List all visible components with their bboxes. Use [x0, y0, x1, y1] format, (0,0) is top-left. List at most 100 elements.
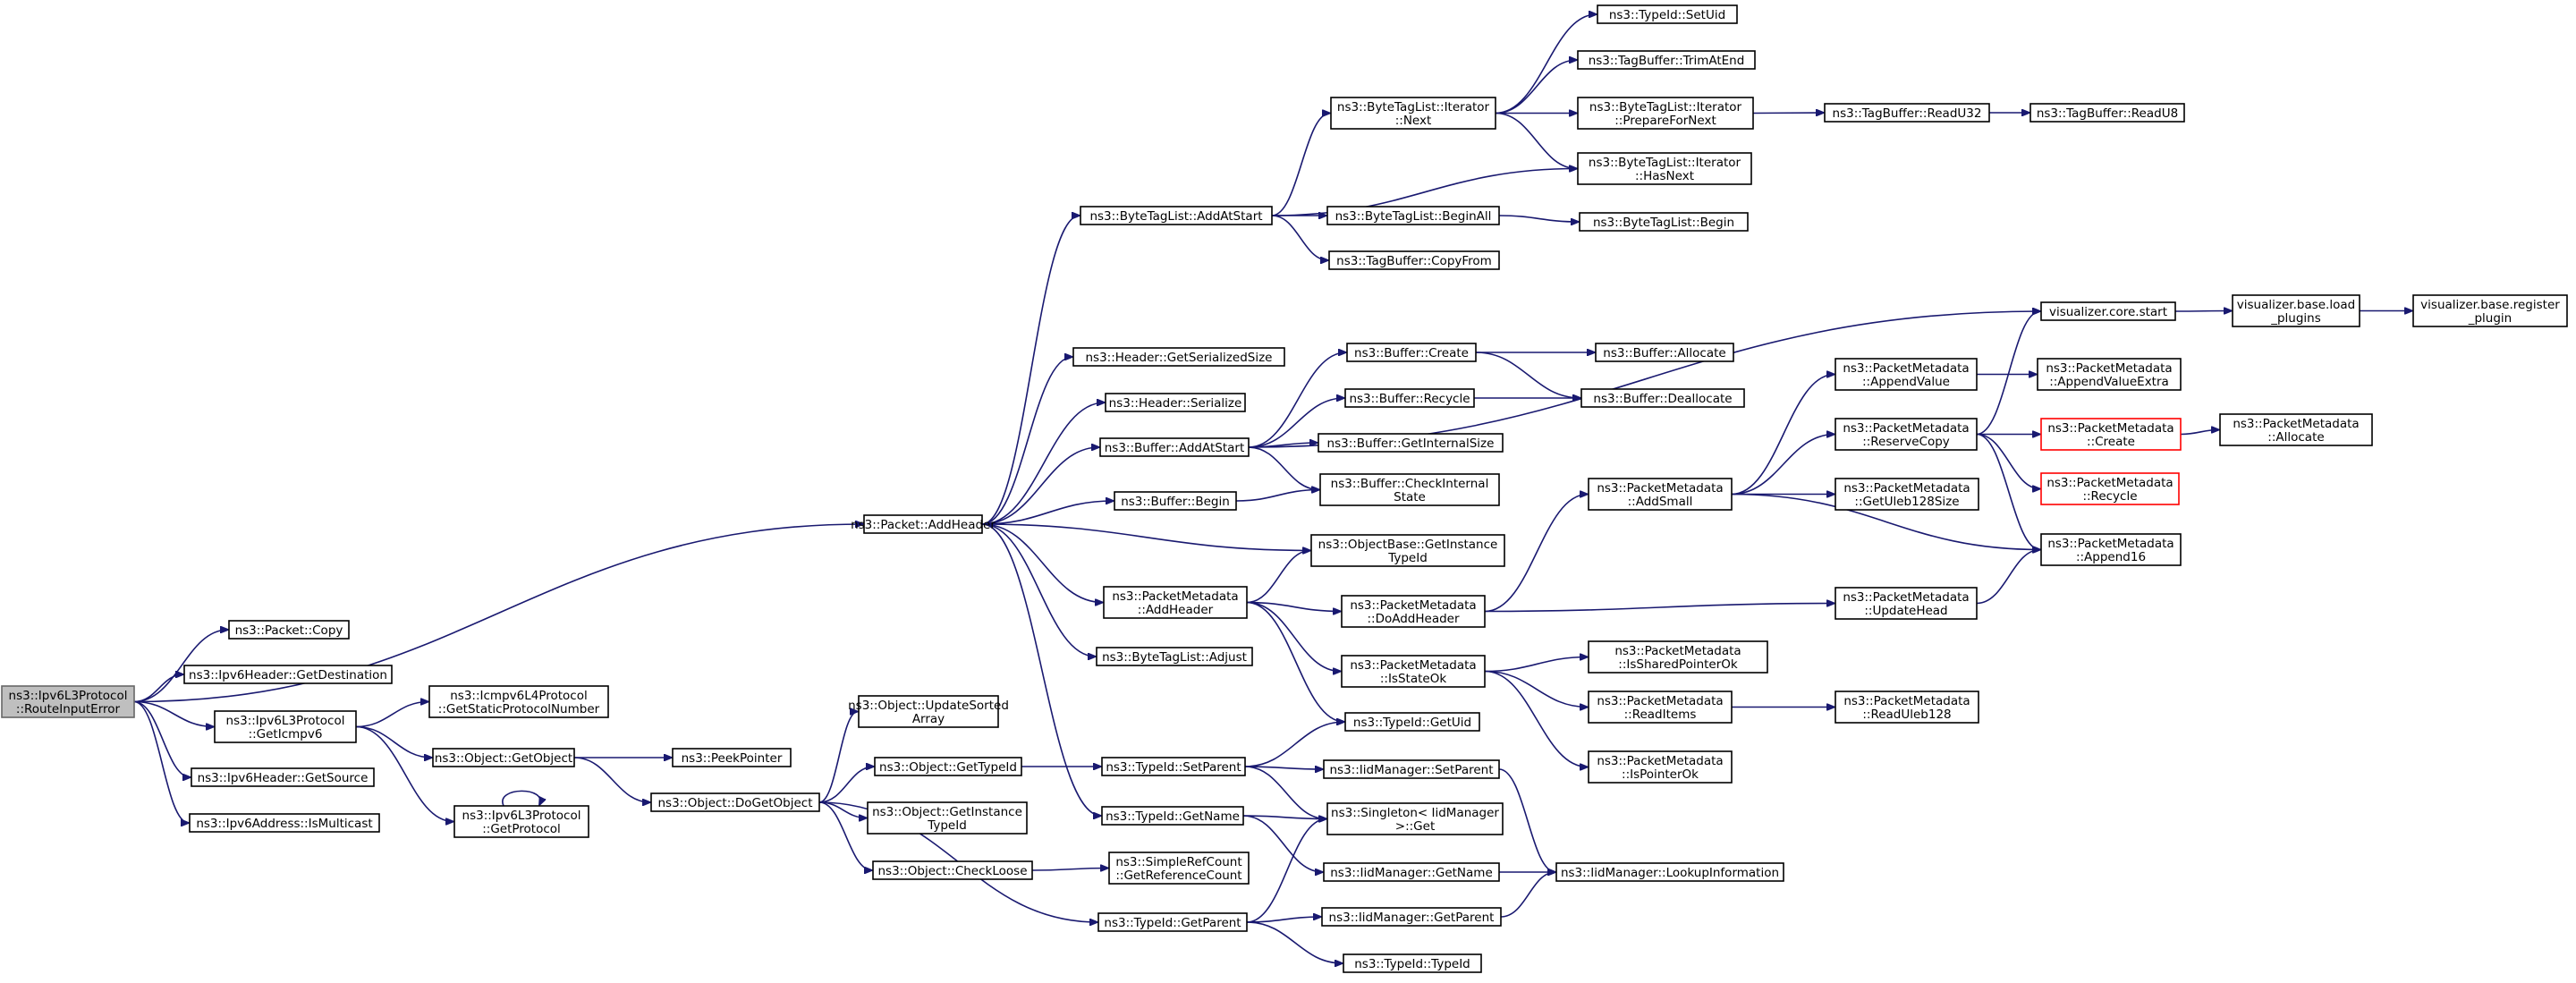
node-ns3-typeid-setparent[interactable]: ns3::TypeId::SetParent [1101, 757, 1246, 776]
node-label: ns3::ObjectBase::GetInstance [1318, 538, 1498, 552]
node-box [1310, 534, 1505, 567]
node-ns3-packetmetadata-create[interactable]: ns3::PacketMetadata::Create [2040, 418, 2182, 451]
node-box [1097, 912, 1248, 932]
call-edge [981, 523, 1103, 603]
node-ns3-tagbuffer-readu8[interactable]: ns3::TagBuffer::ReadU8 [2029, 103, 2185, 123]
node-ns3-ipv6address-ismulticast[interactable]: ns3::Ipv6Address::IsMulticast [189, 813, 380, 833]
node-ns3-header-getserializedsize[interactable]: ns3::Header::GetSerializedSize [1072, 347, 1285, 367]
node-ns3-iidmanager-setparent[interactable]: ns3::IidManager::SetParent [1323, 759, 1500, 779]
node-label: ns3::Buffer::Deallocate [1593, 392, 1732, 406]
node-ns3-typeid-setuid[interactable]: ns3::TypeId::SetUid [1597, 4, 1738, 24]
node-ns3-packetmetadata-recycle[interactable]: ns3::PacketMetadata::Recycle [2040, 472, 2180, 505]
node-ns3-peekpointer[interactable]: ns3::PeekPointer [672, 748, 792, 767]
node-ns3-packetmetadata-addheader[interactable]: ns3::PacketMetadata::AddHeader [1103, 586, 1248, 619]
node-visualizer-core-start[interactable]: visualizer.core.start [2040, 301, 2176, 321]
node-ns3-packetmetadata-appendvalueextra[interactable]: ns3::PacketMetadata::AppendValueExtra [2037, 358, 2182, 391]
node-ns3-ipv6l3protocol-geticmpv6[interactable]: ns3::Ipv6L3Protocol::GetIcmpv6 [214, 710, 357, 743]
node-ns3-iidmanager-lookupinformation[interactable]: ns3::IidManager::LookupInformation [1555, 862, 1784, 882]
call-edge [133, 674, 183, 703]
node-ns3-simplerefcount-getreferencecount[interactable]: ns3::SimpleRefCount::GetReferenceCount [1108, 852, 1250, 885]
node-box [432, 748, 575, 767]
node-label: ns3::PacketMetadata [1843, 694, 1970, 708]
node-ns3-packetmetadata-readitems[interactable]: ns3::PacketMetadata::ReadItems [1588, 691, 1733, 724]
node-ns3-object-dogetobject[interactable]: ns3::Object::DoGetObject [650, 792, 820, 812]
node-ns3-object-gettypeid[interactable]: ns3::Object::GetTypeId [874, 757, 1022, 776]
node-ns3-packetmetadata-doaddheader[interactable]: ns3::PacketMetadata::DoAddHeader [1341, 595, 1486, 628]
node-ns3-packetmetadata-ispointerok[interactable]: ns3::PacketMetadata::IsPointerOk [1588, 750, 1733, 784]
node-box [214, 710, 357, 743]
node-ns3-packetmetadata-isstateok[interactable]: ns3::PacketMetadata::IsStateOk [1341, 655, 1486, 688]
call-edge [1242, 815, 1323, 872]
node-ns3-bytetaglist-addatstart[interactable]: ns3::ByteTagList::AddAtStart [1080, 206, 1273, 225]
call-edge [1246, 601, 1344, 723]
node-label: ns3::ByteTagList::Adjust [1102, 650, 1247, 665]
node-ns3-tagbuffer-copyfrom[interactable]: ns3::TagBuffer::CopyFrom [1328, 250, 1500, 270]
node-ns3-singleton-iidmanager-get[interactable]: ns3::Singleton< IidManager>::Get [1326, 802, 1504, 835]
node-ns3-packet-addheader[interactable]: ns3::Packet::AddHeader [851, 514, 996, 534]
node-ns3-typeid-getuid[interactable]: ns3::TypeId::GetUid [1344, 712, 1480, 732]
node-ns3-buffer-allocate[interactable]: ns3::Buffer::Allocate [1595, 343, 1734, 362]
node-ns3-object-checkloose[interactable]: ns3::Object::CheckLoose [872, 860, 1033, 880]
call-edge [133, 524, 863, 703]
node-ns3-typeid-getparent[interactable]: ns3::TypeId::GetParent [1097, 912, 1248, 932]
node-visualizer-base-register-plugin[interactable]: visualizer.base.register_plugin [2412, 294, 2568, 327]
node-label: ns3::TagBuffer::TrimAtEnd [1589, 54, 1745, 68]
node-ns3-packetmetadata-appendvalue[interactable]: ns3::PacketMetadata::AppendValue [1835, 358, 1978, 391]
node-box [1108, 852, 1250, 885]
node-ns3-bytetaglist-begin[interactable]: ns3::ByteTagList::Begin [1579, 212, 1749, 232]
node-ns3-buffer-create[interactable]: ns3::Buffer::Create [1346, 343, 1477, 362]
call-edge [1731, 493, 2040, 550]
node-ns3-iidmanager-getparent[interactable]: ns3::IidManager::GetParent [1321, 907, 1502, 927]
node-ns3-packetmetadata-updatehead[interactable]: ns3::PacketMetadata::UpdateHead [1835, 587, 1978, 620]
node-box [1343, 953, 1482, 973]
node-ns3-bytetaglist-beginall[interactable]: ns3::ByteTagList::BeginAll [1326, 206, 1500, 225]
node-ns3-ipv6header-getdestination[interactable]: ns3::Ipv6Header::GetDestination [183, 665, 393, 684]
node-ns3-tagbuffer-trimatend[interactable]: ns3::TagBuffer::TrimAtEnd [1577, 50, 1756, 70]
node-ns3-tagbuffer-readu32[interactable]: ns3::TagBuffer::ReadU32 [1824, 103, 1990, 123]
node-ns3-object-getobject[interactable]: ns3::Object::GetObject [432, 748, 575, 767]
node-ns3-ipv6l3protocol-getprotocol[interactable]: ns3::Ipv6L3Protocol::GetProtocol [453, 805, 589, 838]
node-ns3-iidmanager-getname[interactable]: ns3::IidManager::GetName [1323, 862, 1500, 882]
node-box [1, 685, 135, 718]
node-ns3-packetmetadata-readuleb128[interactable]: ns3::PacketMetadata::ReadUleb128 [1835, 691, 1979, 724]
node-label: ns3::Object::GetInstance [872, 805, 1022, 819]
node-ns3-bytetaglist-iterator-hasnext[interactable]: ns3::ByteTagList::Iterator::HasNext [1577, 152, 1752, 185]
node-ns3-packet-copy[interactable]: ns3::Packet::Copy [228, 620, 350, 640]
node-label: ns3::Buffer::CheckInternal [1331, 477, 1489, 491]
node-box [453, 805, 589, 838]
node-ns3-packetmetadata-append16[interactable]: ns3::PacketMetadata::Append16 [2040, 533, 2182, 566]
node-ns3-buffer-deallocate[interactable]: ns3::Buffer::Deallocate [1580, 388, 1745, 408]
node-ns3-bytetaglist-adjust[interactable]: ns3::ByteTagList::Adjust [1096, 647, 1253, 666]
node-ns3-buffer-addatstart[interactable]: ns3::Buffer::AddAtStart [1099, 437, 1250, 457]
node-ns3-icmpv6l4protocol-getstaticprotocolnumber[interactable]: ns3::Icmpv6L4Protocol::GetStaticProtocol… [428, 685, 609, 718]
function-nodes: ns3::Ipv6L3Protocol::RouteInputErrorns3:… [1, 4, 2568, 973]
node-label: ns3::Ipv6L3Protocol [226, 714, 345, 728]
node-ns3-header-serialize[interactable]: ns3::Header::Serialize [1105, 393, 1246, 412]
node-ns3-ipv6header-getsource[interactable]: ns3::Ipv6Header::GetSource [191, 767, 375, 787]
node-ns3-ipv6l3protocol-routeinputerror[interactable]: ns3::Ipv6L3Protocol::RouteInputError [1, 685, 135, 718]
node-ns3-buffer-recycle[interactable]: ns3::Buffer::Recycle [1344, 388, 1475, 408]
node-box [1096, 647, 1253, 666]
node-ns3-packetmetadata-getuleb128size[interactable]: ns3::PacketMetadata::GetUleb128Size [1835, 478, 1979, 511]
node-box [2040, 533, 2182, 566]
node-ns3-typeid-getname[interactable]: ns3::TypeId::GetName [1101, 806, 1244, 826]
node-box [2232, 294, 2360, 327]
node-ns3-buffer-begin[interactable]: ns3::Buffer::Begin [1114, 491, 1237, 511]
node-ns3-bytetaglist-iterator-next[interactable]: ns3::ByteTagList::Iterator::Next [1330, 97, 1496, 130]
node-ns3-packetmetadata-allocate[interactable]: ns3::PacketMetadata::Allocate [2219, 413, 2373, 446]
call-edge [981, 523, 1310, 551]
node-ns3-buffer-getinternalsize[interactable]: ns3::Buffer::GetInternalSize [1318, 433, 1504, 453]
node-ns3-typeid-typeid[interactable]: ns3::TypeId::TypeId [1343, 953, 1482, 973]
call-edge [1484, 657, 1588, 673]
node-ns3-packetmetadata-issharedpointerok[interactable]: ns3::PacketMetadata::IsSharedPointerOk [1588, 640, 1768, 674]
node-ns3-packetmetadata-addsmall[interactable]: ns3::PacketMetadata::AddSmall [1588, 478, 1733, 511]
node-ns3-bytetaglist-iterator-preparefornext[interactable]: ns3::ByteTagList::Iterator::PrepareForNe… [1577, 97, 1754, 130]
call-edge [1484, 670, 1588, 767]
node-label: visualizer.core.start [2049, 305, 2167, 319]
node-ns3-packetmetadata-reservecopy[interactable]: ns3::PacketMetadata::ReserveCopy [1835, 418, 1978, 451]
node-visualizer-base-load-plugins[interactable]: visualizer.base.load_plugins [2232, 294, 2360, 327]
